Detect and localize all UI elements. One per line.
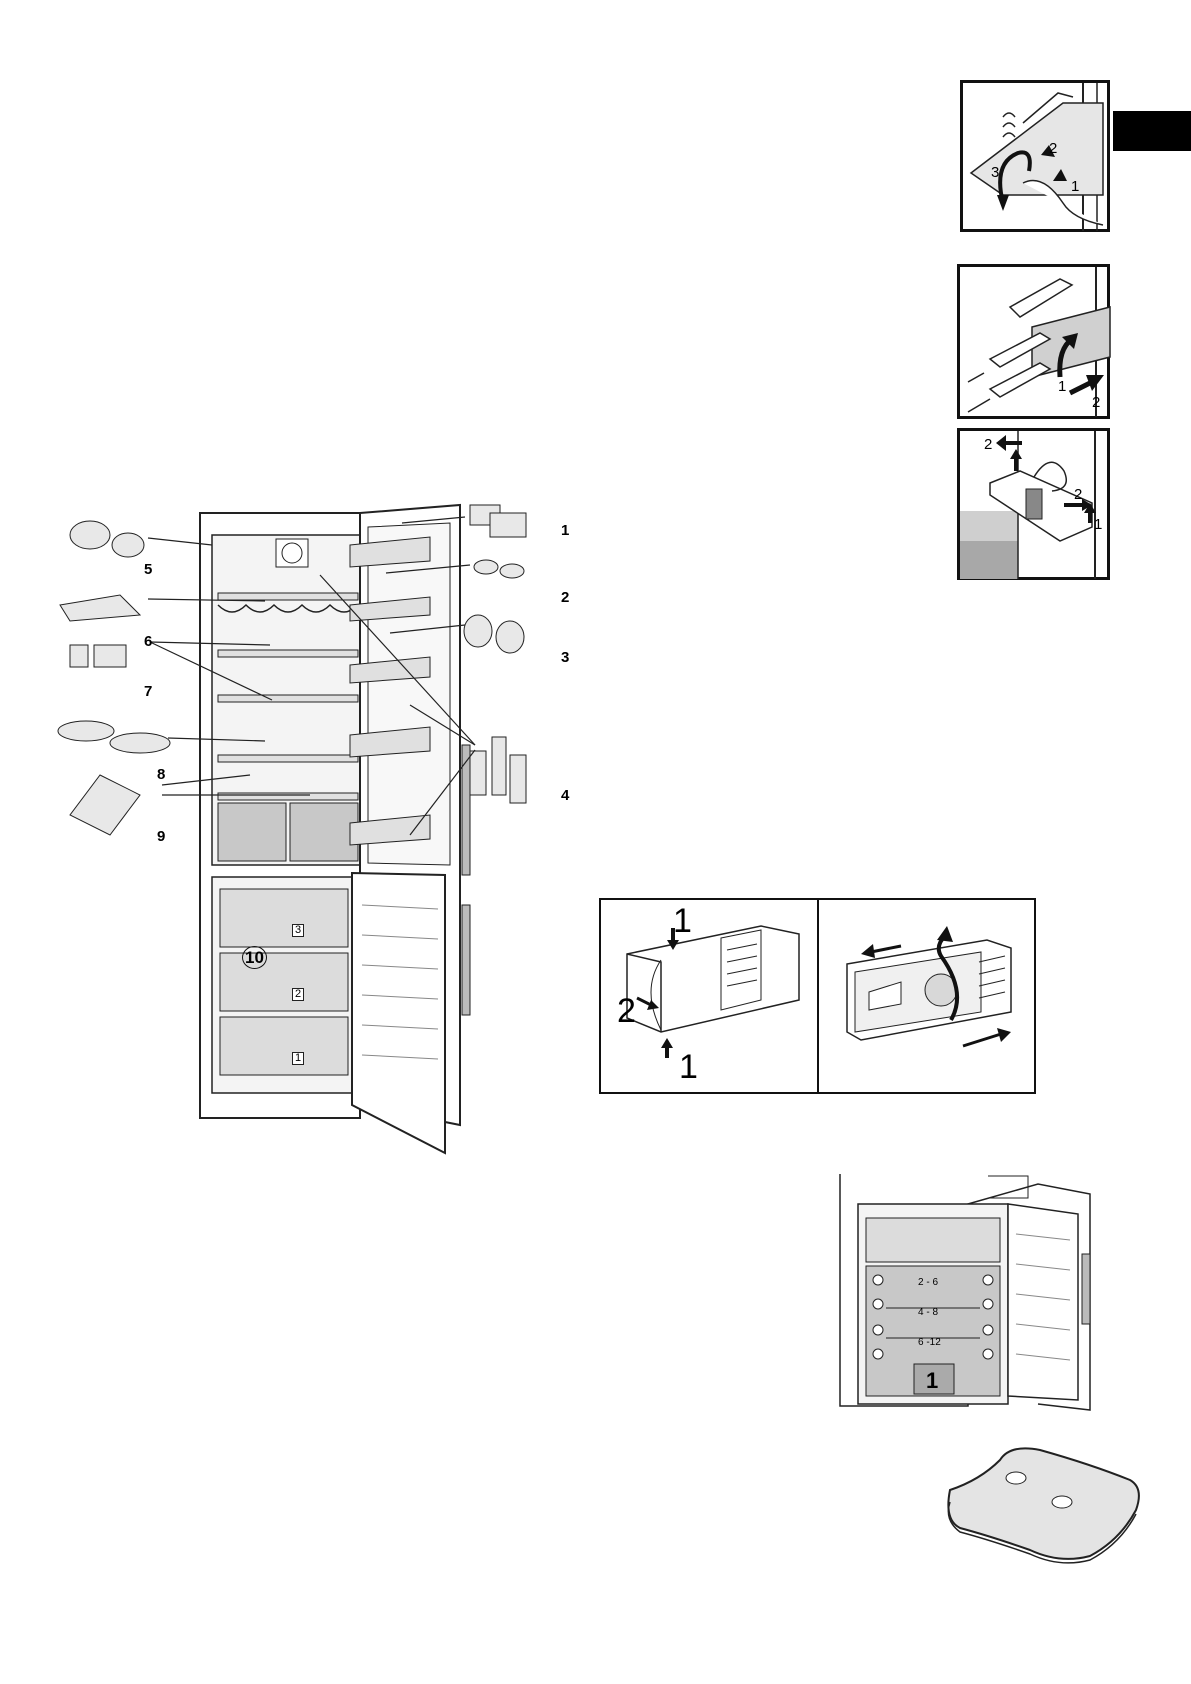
drawer-number-label: 1 <box>926 1368 939 1393</box>
food-icon <box>57 520 171 836</box>
lamp-bulb-icon <box>868 981 902 1011</box>
language-tab-marker <box>1113 111 1191 151</box>
shelf-removal-drawing <box>969 83 1104 231</box>
ice-pack-icon <box>947 1447 1140 1564</box>
freezer-compartment-figure <box>839 1174 1091 1411</box>
lamp-cover-drawing <box>626 925 1012 1058</box>
step-label-3: 3 <box>991 164 1000 181</box>
food-icon <box>463 504 527 804</box>
drawer-label-3: 3 <box>292 924 305 937</box>
storage-months-range: 2 - 6 <box>918 1277 939 1288</box>
drawer-label-1: 1 <box>292 1052 305 1065</box>
arrow-icon <box>861 944 875 958</box>
callout-5: 5 <box>144 561 153 578</box>
step-label-1: 1 <box>1071 178 1080 195</box>
step-label-2: 2 <box>1049 140 1058 157</box>
storage-months-range: 6 -12 <box>918 1337 941 1348</box>
callout-3: 3 <box>561 649 570 666</box>
shelf-removal-figure: 2 3 1 <box>960 80 1110 232</box>
callout-6: 6 <box>144 633 153 650</box>
callout-2: 2 <box>561 589 570 606</box>
fridge-overview-diagram <box>57 503 527 1155</box>
callout-1: 1 <box>561 522 570 539</box>
callout-10: 10 <box>242 946 267 969</box>
glass-shelf-drawing <box>967 267 1111 417</box>
hand-icon <box>1022 179 1104 226</box>
door-rack-figure: 2 2 1 <box>957 428 1110 580</box>
storage-months-range: 4 - 8 <box>918 1307 939 1318</box>
step-label-1: 1 <box>673 902 692 940</box>
step-label-1: 1 <box>679 1048 698 1086</box>
glass-shelf-figure: 1 2 <box>957 264 1111 419</box>
figure-divider <box>817 900 819 1092</box>
callout-7: 7 <box>144 683 153 700</box>
step-label-2: 2 <box>1074 486 1083 503</box>
step-label-1: 1 <box>1058 378 1067 395</box>
callout-4: 4 <box>561 787 570 804</box>
step-label-2: 2 <box>1092 394 1101 411</box>
door-rack-drawing <box>960 431 1096 579</box>
drawer-label-2: 2 <box>292 988 305 1001</box>
arrow-icon <box>1062 333 1078 349</box>
arrow-icon <box>996 435 1006 451</box>
arrow-icon <box>1041 145 1055 157</box>
callout-8: 8 <box>157 766 166 783</box>
step-label-2: 2 <box>617 992 636 1030</box>
lamp-replacement-figure: 1 2 1 <box>599 898 1036 1094</box>
step-label-1: 1 <box>1094 516 1103 533</box>
callout-9: 9 <box>157 828 166 845</box>
step-label-2: 2 <box>984 436 993 453</box>
